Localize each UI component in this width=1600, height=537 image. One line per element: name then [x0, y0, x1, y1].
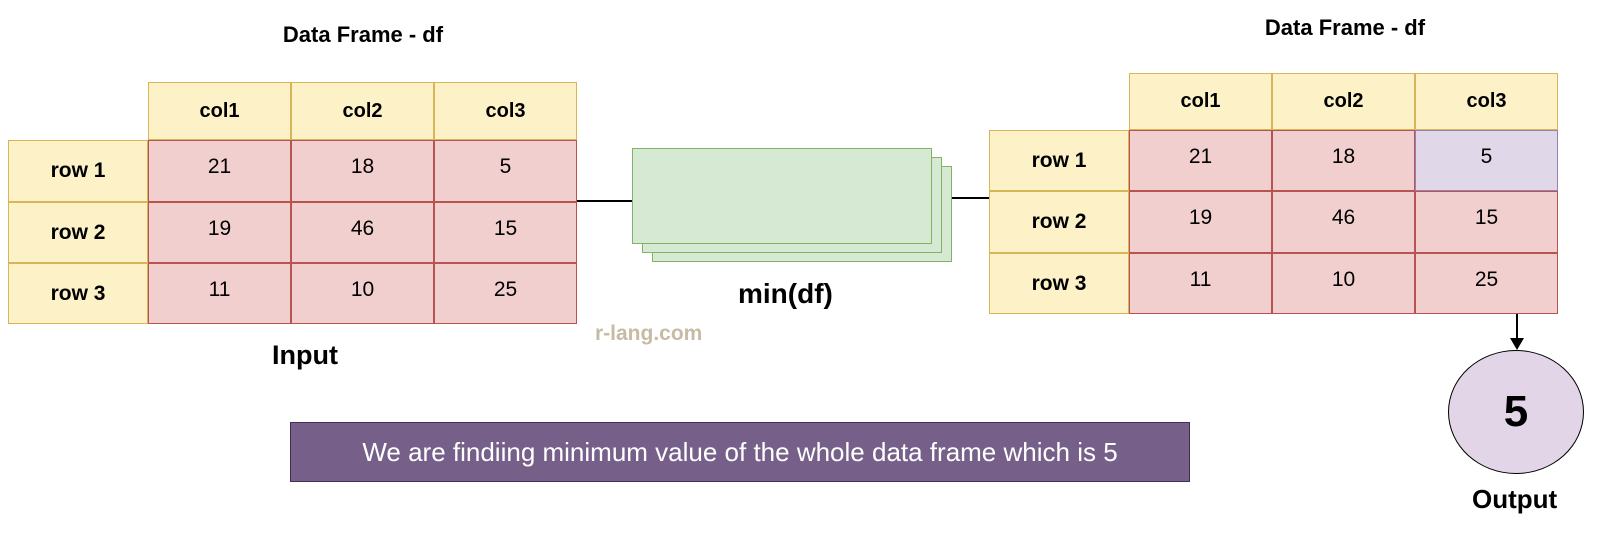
function-label: min(df)	[738, 278, 833, 309]
left-col-header: col1	[148, 82, 291, 140]
right-value-cell: 19	[1129, 191, 1272, 253]
left-value-cell: 46	[291, 202, 434, 263]
connector-line-left	[577, 200, 633, 202]
left-value-cell: 10	[291, 263, 434, 324]
right-col-header: col1	[1129, 73, 1272, 130]
minimum-value-cell: 5	[1415, 130, 1558, 191]
right-value-cell: 46	[1272, 191, 1415, 253]
left-value-cell: 19	[148, 202, 291, 263]
output-circle: 5	[1448, 350, 1584, 474]
corner-blank	[989, 73, 1129, 130]
left-data-frame: col1 col2 col3 row 1 21 18 5 row 2 19 46…	[8, 82, 577, 324]
right-col-header: col2	[1272, 73, 1415, 130]
left-table-title: Data Frame - df	[282, 22, 444, 47]
process-shape-front	[632, 148, 932, 244]
right-value-cell: 15	[1415, 191, 1558, 253]
right-row-label: row 1	[989, 130, 1129, 191]
right-row-label: row 3	[989, 253, 1129, 314]
right-row-label: row 2	[989, 191, 1129, 253]
watermark: r-lang.com	[595, 322, 703, 345]
right-value-cell: 21	[1129, 130, 1272, 191]
right-col-header: col3	[1415, 73, 1558, 130]
right-value-cell: 10	[1272, 253, 1415, 314]
right-value-cell: 25	[1415, 253, 1558, 314]
left-value-cell: 11	[148, 263, 291, 324]
right-value-cell: 11	[1129, 253, 1272, 314]
right-value-cell: 18	[1272, 130, 1415, 191]
left-value-cell: 15	[434, 202, 577, 263]
left-row-label: row 2	[8, 202, 148, 263]
left-value-cell: 5	[434, 140, 577, 202]
output-arrow-icon	[1510, 314, 1524, 350]
output-label: Output	[1472, 484, 1558, 514]
left-value-cell: 18	[291, 140, 434, 202]
left-col-header: col3	[434, 82, 577, 140]
left-col-header: col2	[291, 82, 434, 140]
corner-blank	[8, 82, 148, 140]
left-value-cell: 25	[434, 263, 577, 324]
left-value-cell: 21	[148, 140, 291, 202]
explanation-banner: We are findiing minimum value of the who…	[290, 422, 1190, 482]
input-caption: Input	[272, 340, 338, 370]
left-row-label: row 1	[8, 140, 148, 202]
right-data-frame: col1 col2 col3 row 1 21 18 5 row 2 19 46…	[989, 73, 1558, 314]
left-row-label: row 3	[8, 263, 148, 324]
connector-line-right	[945, 197, 989, 199]
right-table-title: Data Frame - df	[1264, 15, 1426, 40]
